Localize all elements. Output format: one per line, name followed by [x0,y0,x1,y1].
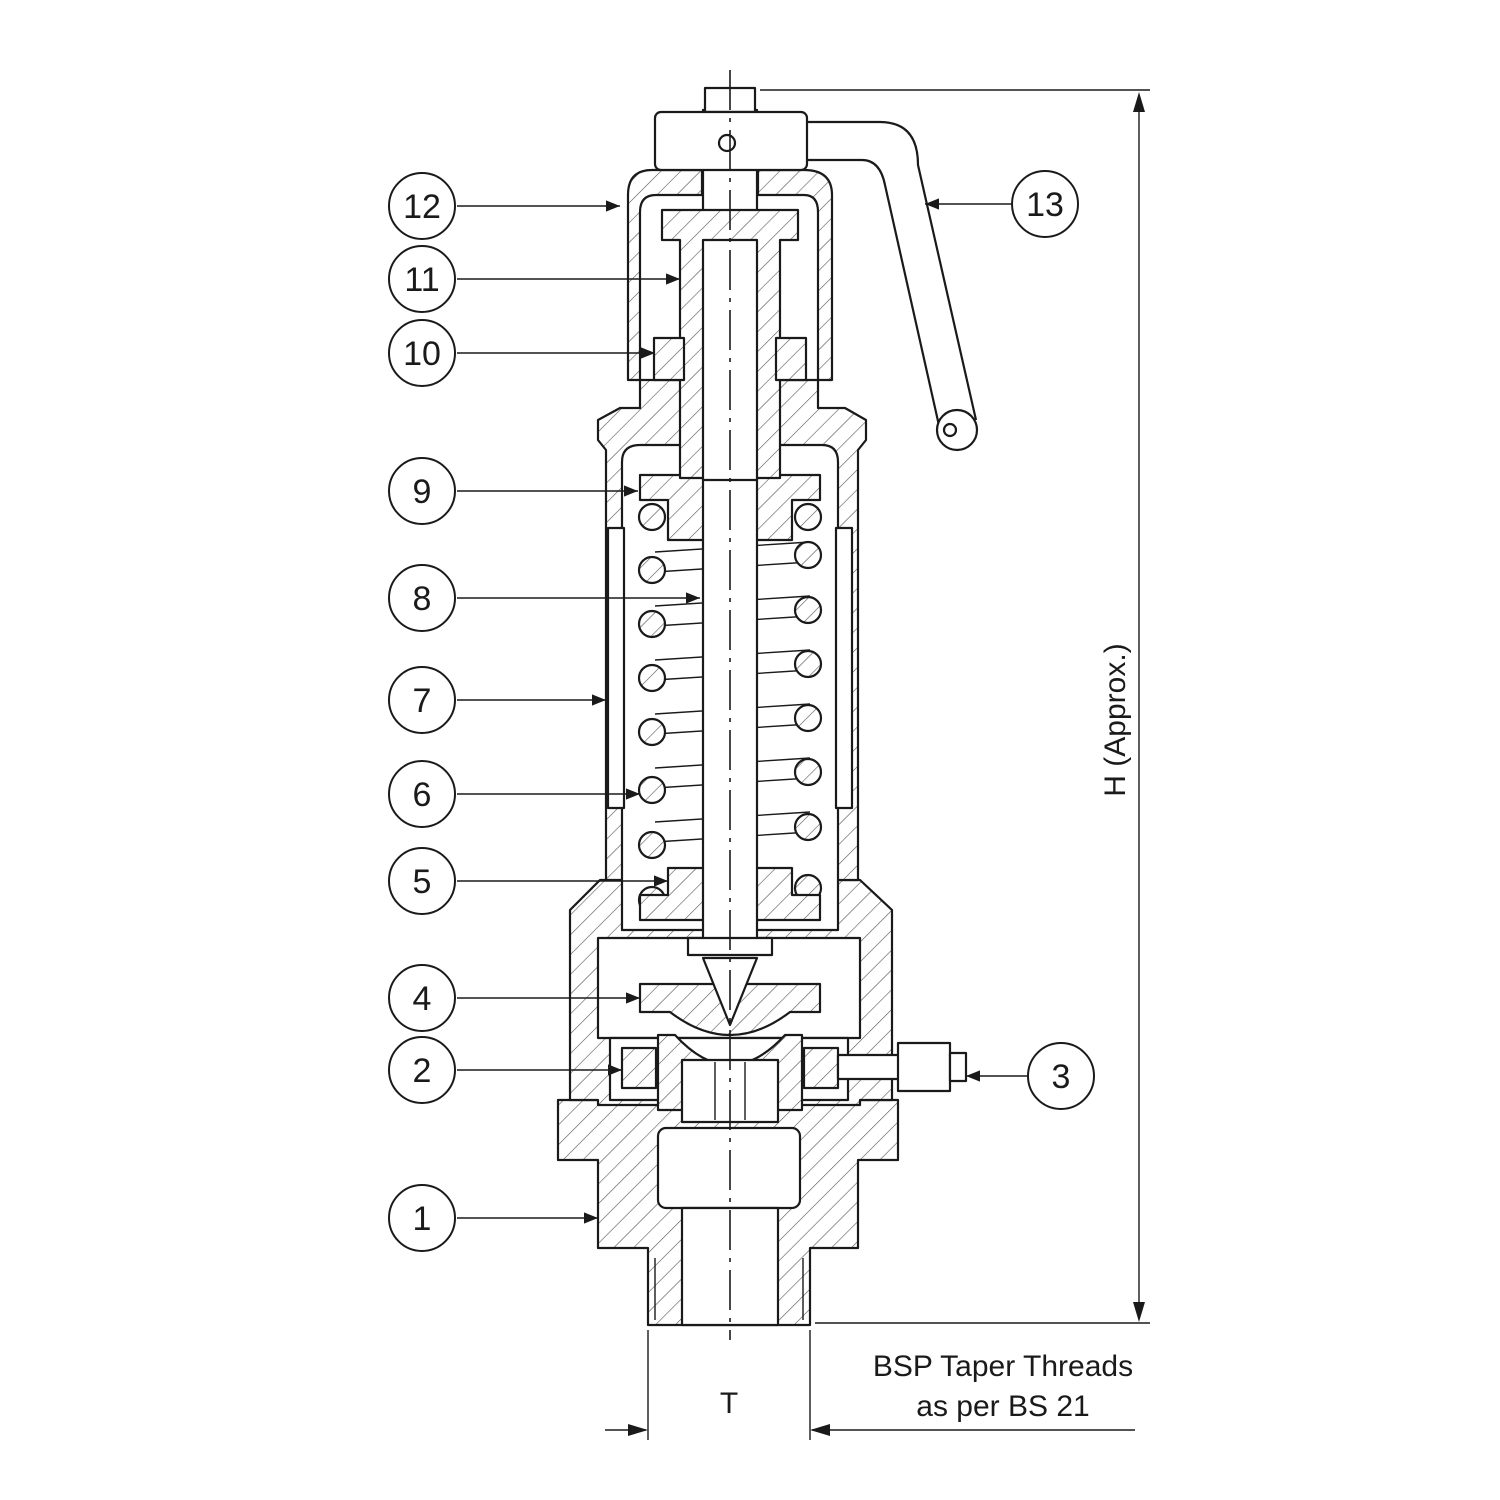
callout-6: 6 [388,760,456,828]
height-label: H (Approx.) [1099,643,1132,796]
callout-12: 12 [388,172,456,240]
callout-label: 6 [413,776,432,814]
cap [626,168,834,382]
callout-label: 4 [413,980,432,1018]
thread-label: T [720,1387,738,1420]
callout-label: 7 [413,682,432,720]
callout-2: 2 [388,1036,456,1104]
callout-7: 7 [388,666,456,734]
callout-label: 9 [413,473,432,511]
callout-label: 10 [403,335,441,373]
callout-3: 3 [1027,1042,1095,1110]
callout-5: 5 [388,847,456,915]
callout-8: 8 [388,564,456,632]
callout-4: 4 [388,964,456,1032]
callout-label: 13 [1026,186,1064,224]
callout-label: 5 [413,863,432,901]
leader-lines [457,198,1028,1224]
lever [653,110,979,452]
callout-label: 1 [413,1200,432,1238]
callout-label: 2 [413,1052,432,1090]
callout-label: 11 [404,261,439,299]
note-line-2: as per BS 21 [916,1390,1089,1423]
callout-label: 8 [413,580,432,618]
note-line-1: BSP Taper Threads [873,1350,1133,1383]
callout-11: 11 [388,245,456,313]
callout-9: 9 [388,457,456,525]
nozzle-body [556,1098,900,1327]
callout-label: 12 [403,188,441,226]
callout-1: 1 [388,1184,456,1252]
callout-10: 10 [388,319,456,387]
thread-dimension: T BSP Taper Threads as per BS 21 [605,1330,1135,1440]
callout-13: 13 [1011,170,1079,238]
callout-label: 3 [1052,1058,1071,1096]
height-dimension: H (Approx.) [760,89,1150,1324]
